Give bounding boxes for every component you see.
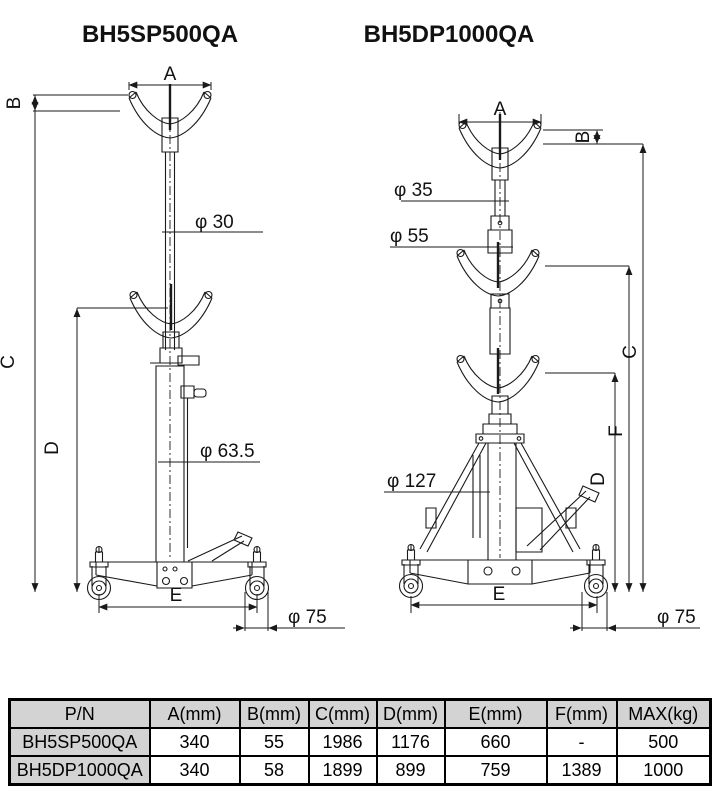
right-dim-label-f: F xyxy=(606,425,627,437)
cell-f: 1389 xyxy=(545,755,618,786)
cell-c: 1986 xyxy=(307,727,378,757)
right-dim-label-a: A xyxy=(494,99,507,120)
left-phi-75-label: φ 75 xyxy=(288,607,327,628)
left-jack-title: BH5SP500QA xyxy=(82,21,238,48)
spec-table-header-row: P/N A(mm) B(mm) C(mm) D(mm) E(mm) F(mm) … xyxy=(8,698,712,729)
right-dim-label-e: E xyxy=(493,584,506,605)
header-a: A(mm) xyxy=(148,698,241,729)
cell-d: 899 xyxy=(375,755,446,786)
right-phi-35-label: φ 35 xyxy=(394,180,433,201)
cell-max: 1000 xyxy=(615,755,712,786)
left-dim-label-d: D xyxy=(42,441,63,455)
right-jack-drawing: BH5DP1000QA A B C F D E φ 35 φ 55 φ 127 … xyxy=(364,21,700,632)
header-pn: P/N xyxy=(8,698,151,729)
cell-f: - xyxy=(545,727,618,757)
left-phi-63-label: φ 63.5 xyxy=(200,441,255,462)
right-dim-label-c: C xyxy=(620,345,641,359)
right-jack-dimensions xyxy=(384,114,700,632)
right-phi-55-label: φ 55 xyxy=(390,226,429,247)
cell-e: 759 xyxy=(443,755,548,786)
header-b: B(mm) xyxy=(238,698,310,729)
header-e: E(mm) xyxy=(443,698,548,729)
right-phi-127-label: φ 127 xyxy=(387,471,436,492)
header-max: MAX(kg) xyxy=(615,698,712,729)
cell-b: 58 xyxy=(238,755,310,786)
left-phi-30-label: φ 30 xyxy=(195,212,234,233)
header-f: F(mm) xyxy=(545,698,618,729)
cell-max: 500 xyxy=(615,727,712,757)
left-dim-label-a: A xyxy=(164,64,177,85)
spec-table: P/N A(mm) B(mm) C(mm) D(mm) E(mm) F(mm) … xyxy=(8,698,712,786)
left-dim-label-e: E xyxy=(170,585,183,606)
cell-a: 340 xyxy=(148,755,241,786)
right-phi-75-label: φ 75 xyxy=(657,607,696,628)
left-dim-label-c: C xyxy=(0,355,19,369)
cell-c: 1899 xyxy=(307,755,378,786)
cell-e: 660 xyxy=(443,727,548,757)
right-jack-title: BH5DP1000QA xyxy=(364,21,535,48)
cell-pn: BH5DP1000QA xyxy=(8,755,151,786)
spec-row-bh5dp1000qa: BH5DP1000QA 340 58 1899 899 759 1389 100… xyxy=(8,755,712,786)
right-dim-label-b: B xyxy=(573,131,594,144)
cell-b: 55 xyxy=(238,727,310,757)
header-d: D(mm) xyxy=(375,698,446,729)
right-dim-label-d: D xyxy=(588,472,609,486)
cell-d: 1176 xyxy=(375,727,446,757)
technical-drawing: BH5SP500QA A B C D E φ 30 φ 63.5 φ 75 xyxy=(0,21,716,632)
left-jack-drawing: BH5SP500QA A B C D E φ 30 φ 63.5 φ 75 xyxy=(0,21,345,632)
cell-pn: BH5SP500QA xyxy=(8,727,151,757)
spec-row-bh5sp500qa: BH5SP500QA 340 55 1986 1176 660 - 500 xyxy=(8,727,712,757)
left-dim-label-b: B xyxy=(4,97,25,110)
cell-a: 340 xyxy=(148,727,241,757)
header-c: C(mm) xyxy=(307,698,378,729)
left-jack-dimensions xyxy=(31,81,345,632)
